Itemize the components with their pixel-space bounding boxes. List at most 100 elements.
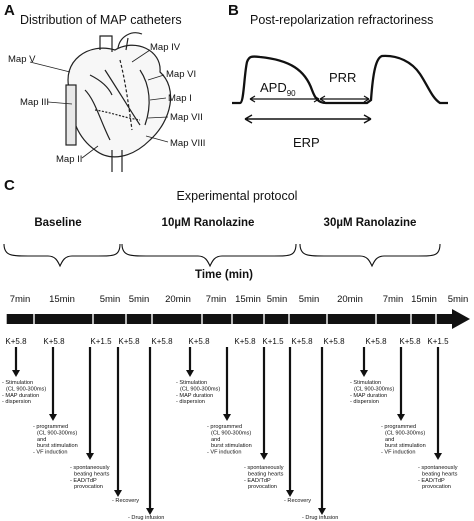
duration-label-3: 5min bbox=[100, 294, 121, 305]
spontaneous-note-2-line-1: - spontaneously bbox=[244, 465, 284, 471]
drug-infusion-arrow-1-head bbox=[146, 508, 154, 515]
panel-b-title: Post-repolarization refractoriness bbox=[250, 13, 433, 27]
apd-arrow bbox=[249, 95, 320, 103]
map-label-lines bbox=[29, 49, 169, 159]
stimulation-note-2-line-4: - dispersion bbox=[176, 399, 205, 405]
spontaneous-note-1-line-1: - spontaneously bbox=[70, 465, 110, 471]
map-label-v: Map V bbox=[8, 54, 36, 65]
k-value-9: K+5.8 bbox=[291, 337, 313, 346]
duration-label-6: 7min bbox=[206, 294, 227, 305]
spontaneous-note-1-line-2: beating hearts bbox=[74, 471, 110, 477]
recovery-note-1: - Recovery bbox=[112, 498, 139, 504]
k-value-12: K+5.8 bbox=[399, 337, 421, 346]
k-value-5: K+5.8 bbox=[151, 337, 173, 346]
k-value-3: K+1.5 bbox=[90, 337, 112, 346]
recovery-note-2: - Recovery bbox=[284, 498, 311, 504]
stimulation-note-2-line-3: - MAP duration bbox=[176, 393, 213, 399]
programmed-note-3-line-5: - VF induction bbox=[381, 450, 416, 456]
duration-label-11: 7min bbox=[383, 294, 404, 305]
duration-label-4: 5min bbox=[129, 294, 150, 305]
programmed-note-2-line-1: - programmed bbox=[207, 424, 242, 430]
k-value-2: K+5.8 bbox=[43, 337, 65, 346]
stimulation-note-1-line-2: (CL 900-300ms) bbox=[6, 386, 46, 392]
apd-label: APD90 bbox=[260, 80, 296, 98]
map-label-iv: Map IV bbox=[150, 42, 181, 53]
erp-label: ERP bbox=[293, 135, 320, 150]
programmed-note-3-line-1: - programmed bbox=[381, 424, 416, 430]
k-value-11: K+5.8 bbox=[365, 337, 387, 346]
k-value-4: K+5.8 bbox=[118, 337, 140, 346]
spontaneous-note-2-line-4: provocation bbox=[248, 484, 277, 490]
stimulation-note-1-line-4: - dispersion bbox=[2, 399, 31, 405]
duration-label-10: 20min bbox=[337, 294, 363, 305]
duration-label-13: 5min bbox=[448, 294, 469, 305]
programmed-arrow-3-head bbox=[397, 414, 405, 421]
programmed-arrow-1-head bbox=[49, 414, 57, 421]
stimulation-note-1-line-1: - Stimulation bbox=[2, 380, 33, 386]
drug-infusion-arrow-2-head bbox=[318, 508, 326, 515]
spontaneous-arrow-1-head bbox=[86, 453, 94, 460]
spontaneous-note-1-line-4: provocation bbox=[74, 484, 103, 490]
map-label-i: Map I bbox=[168, 93, 192, 104]
phase-baseline: Baseline bbox=[34, 217, 81, 229]
recovery-arrow-1-head bbox=[114, 490, 122, 497]
spontaneous-note-3-line-1: - spontaneously bbox=[418, 465, 458, 471]
programmed-note-2-line-2: (CL 900-300ms) bbox=[211, 430, 251, 436]
erp-arrow bbox=[244, 114, 372, 124]
stimulation-note-3-line-3: - MAP duration bbox=[350, 393, 387, 399]
programmed-note-2-line-3: and bbox=[211, 437, 220, 443]
spontaneous-note-3-line-3: - EAD/TdP bbox=[418, 478, 445, 484]
time-label: Time (min) bbox=[195, 269, 253, 281]
map-label-vii: Map VII bbox=[170, 112, 203, 123]
map-label-ii: Map II bbox=[56, 154, 82, 165]
programmed-note-2-line-4: burst stimulation bbox=[211, 443, 252, 449]
map-label-iii: Map III bbox=[20, 97, 49, 108]
stimulation-arrow-1-head bbox=[12, 370, 20, 377]
panel-b-letter: B bbox=[228, 2, 239, 19]
duration-label-8: 5min bbox=[267, 294, 288, 305]
programmed-note-1-line-1: - programmed bbox=[33, 424, 68, 430]
k-value-7: K+5.8 bbox=[234, 337, 256, 346]
panel-a-letter: A bbox=[4, 2, 15, 19]
spontaneous-note-2-line-3: - EAD/TdP bbox=[244, 478, 271, 484]
programmed-note-1-line-4: burst stimulation bbox=[37, 443, 78, 449]
stimulation-note-2-line-2: (CL 900-300ms) bbox=[180, 386, 220, 392]
programmed-arrow-2-head bbox=[223, 414, 231, 421]
panel-c-title: Experimental protocol bbox=[177, 189, 298, 203]
spontaneous-note-1-line-3: - EAD/TdP bbox=[70, 478, 97, 484]
recovery-arrow-2-head bbox=[286, 490, 294, 497]
drug-infusion-note-2: - Drug infusion bbox=[302, 515, 338, 521]
stimulation-note-3-line-1: - Stimulation bbox=[350, 380, 381, 386]
panel-a-title: Distribution of MAP catheters bbox=[20, 13, 182, 27]
prr-arrow bbox=[319, 95, 370, 103]
programmed-note-3-line-4: burst stimulation bbox=[385, 443, 426, 449]
k-value-13: K+1.5 bbox=[427, 337, 449, 346]
spontaneous-note-3-line-4: provocation bbox=[422, 484, 451, 490]
k-value-10: K+5.8 bbox=[323, 337, 345, 346]
k-value-8: K+1.5 bbox=[262, 337, 284, 346]
spontaneous-note-3-line-2: beating hearts bbox=[422, 471, 458, 477]
programmed-note-1-line-5: - VF induction bbox=[33, 450, 68, 456]
spontaneous-note-2-line-2: beating hearts bbox=[248, 471, 284, 477]
stimulation-arrow-2-head bbox=[186, 370, 194, 377]
stimulation-note-3-line-2: (CL 900-300ms) bbox=[354, 386, 394, 392]
map-label-viii: Map VIII bbox=[170, 138, 205, 149]
duration-label-1: 7min bbox=[10, 294, 31, 305]
duration-label-12: 15min bbox=[411, 294, 437, 305]
duration-label-7: 15min bbox=[235, 294, 261, 305]
duration-label-5: 20min bbox=[165, 294, 191, 305]
map-label-vi: Map VI bbox=[166, 69, 196, 80]
prr-label: PRR bbox=[329, 70, 356, 85]
duration-label-2: 15min bbox=[49, 294, 75, 305]
phase-ranolazine-10: 10µM Ranolazine bbox=[162, 217, 255, 229]
duration-label-9: 5min bbox=[299, 294, 320, 305]
programmed-note-1-line-2: (CL 900-300ms) bbox=[37, 430, 77, 436]
programmed-note-3-line-2: (CL 900-300ms) bbox=[385, 430, 425, 436]
brace-baseline bbox=[3, 243, 121, 268]
drug-infusion-note-1: - Drug infusion bbox=[128, 515, 164, 521]
stimulation-note-1-line-3: - MAP duration bbox=[2, 393, 39, 399]
phase-ranolazine-30: 30µM Ranolazine bbox=[324, 217, 417, 229]
stimulation-note-2-line-1: - Stimulation bbox=[176, 380, 207, 386]
brace-ranolazine-30 bbox=[299, 243, 441, 268]
